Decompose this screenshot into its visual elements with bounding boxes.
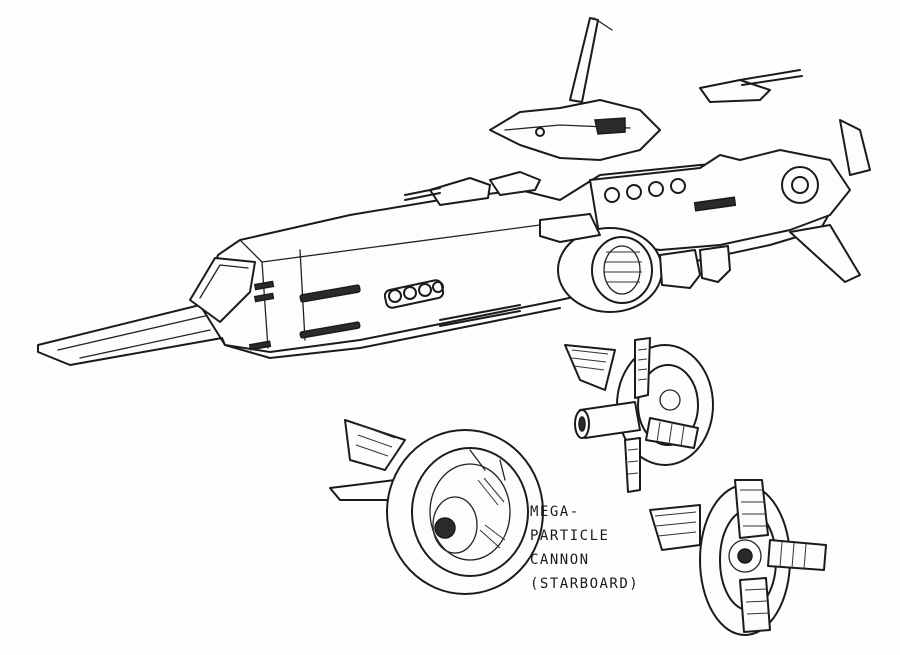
hull-under-modules xyxy=(439,213,731,327)
ship-bridge-tower xyxy=(489,99,661,161)
ship-antenna xyxy=(569,17,599,103)
deck-turrets xyxy=(404,69,803,206)
annotation-line-1: MEGA- xyxy=(530,504,580,520)
ship-cockpit xyxy=(189,257,256,323)
spaceship-main-view xyxy=(37,17,871,366)
cannon-detail-side-view xyxy=(649,479,827,636)
ship-tail-fin xyxy=(789,224,861,283)
rear-portholes xyxy=(604,178,686,203)
hull-portholes xyxy=(383,279,445,309)
cannon-annotation: MEGA- PARTICLE CANNON (STARBOARD) xyxy=(530,500,650,596)
cannon-detail-rotated-view xyxy=(564,337,714,493)
annotation-line-4: (STARBOARD) xyxy=(530,576,640,592)
ship-cannon-pod xyxy=(557,227,663,313)
cannon-detail-front-view xyxy=(329,419,544,595)
annotation-line-3: CANNON xyxy=(530,552,590,568)
ship-prow xyxy=(37,304,223,366)
annotation-line-2: PARTICLE xyxy=(530,528,610,544)
